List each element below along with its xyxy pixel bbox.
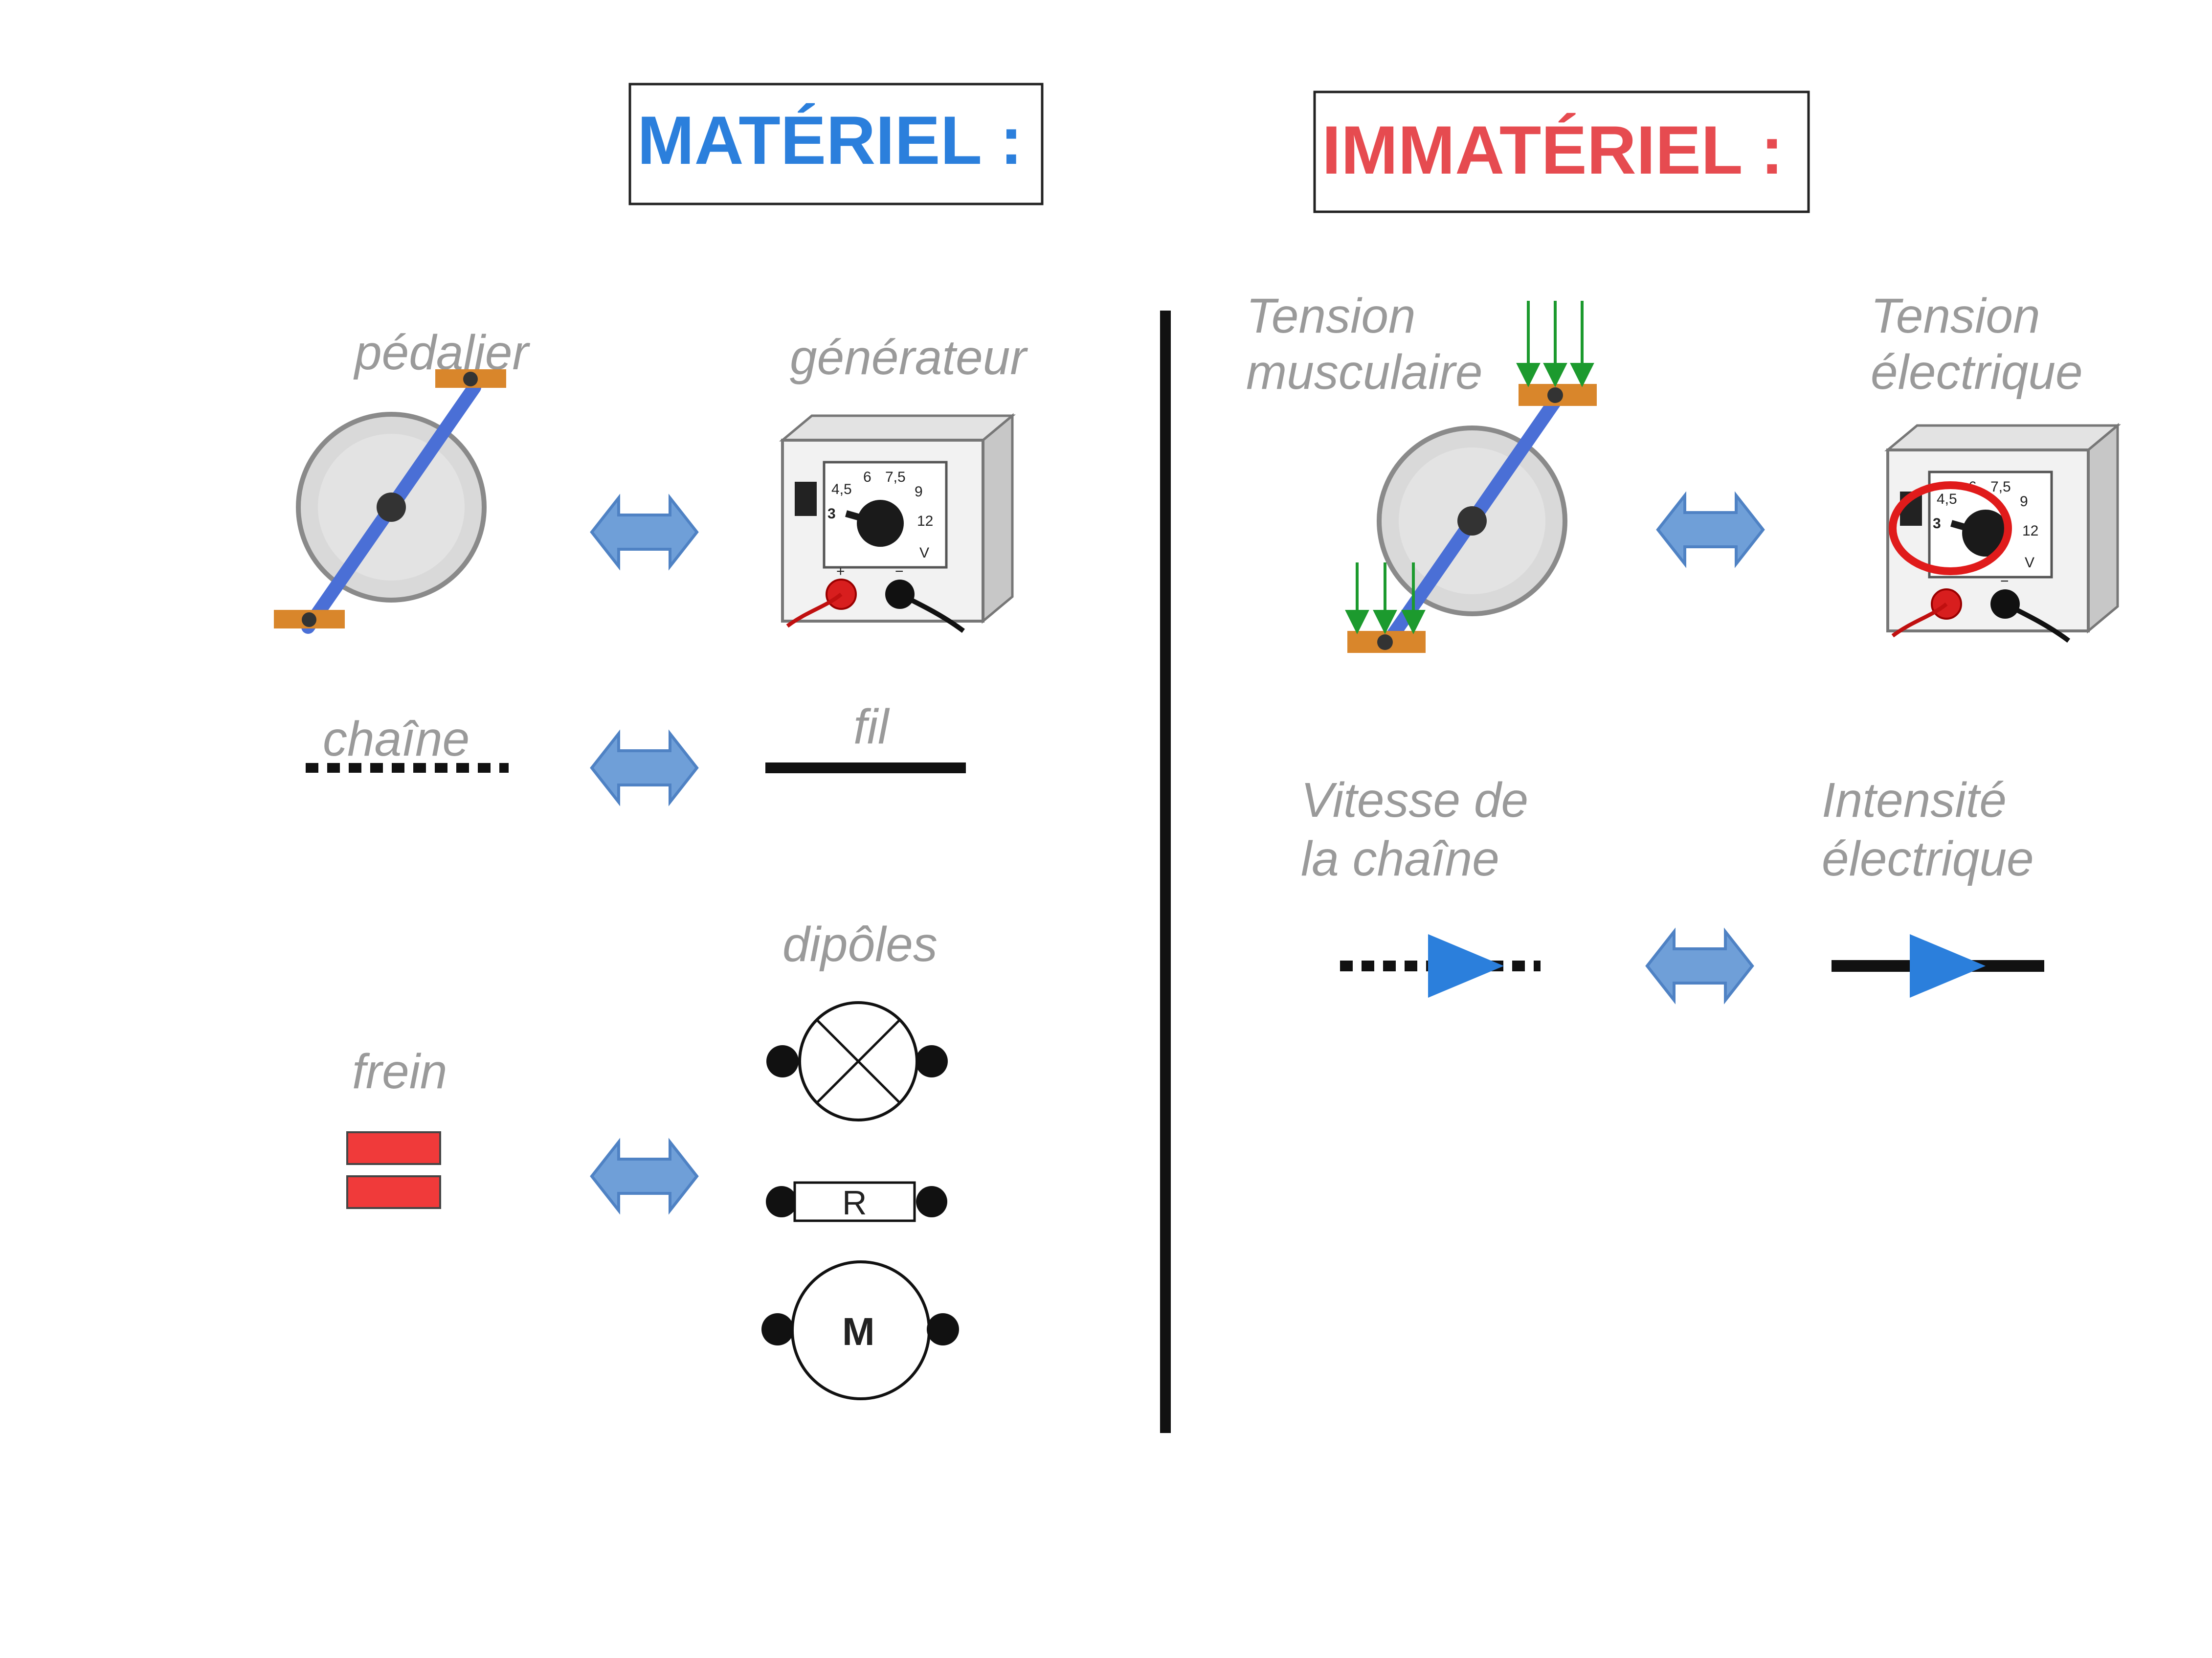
dial-value: 9 — [2020, 493, 2028, 510]
dial-value: 7,5 — [1990, 479, 2011, 495]
power-supply-icon: 3 4,5 6 7,5 9 12 V + − — [782, 416, 1012, 631]
dial-value: 6 — [863, 469, 871, 485]
double-arrow-icon — [592, 498, 697, 566]
resistor-symbol: R — [766, 1181, 947, 1222]
label-tension-electrique-2: électrique — [1871, 345, 2083, 400]
double-arrow-icon — [1658, 495, 1763, 564]
dial-unit: V — [919, 545, 929, 561]
motor-symbol: M — [761, 1260, 959, 1400]
force-arrows-top — [1516, 301, 1594, 387]
crankset-icon — [274, 369, 506, 628]
label-tension-musculaire: Tension — [1246, 289, 1416, 343]
label-generateur: générateur — [790, 330, 1028, 385]
dial-value: 3 — [1933, 515, 1941, 532]
flow-arrow-icon — [1910, 934, 1986, 998]
label-frein: frein — [352, 1044, 447, 1099]
double-arrow-icon — [592, 1142, 697, 1210]
materiel-title: MATÉRIEL : — [628, 83, 1044, 205]
flow-arrow-icon — [1428, 934, 1504, 998]
dial-value: 9 — [915, 484, 923, 500]
crankset-force-icon — [1345, 301, 1597, 653]
force-arrows-bottom — [1345, 562, 1426, 634]
dial-value: 12 — [917, 513, 933, 529]
highlight-ring — [1889, 481, 2012, 575]
motor-label: M — [842, 1310, 875, 1353]
dial-value: 12 — [2022, 523, 2038, 539]
brake-icon — [346, 1131, 441, 1209]
chain-flow-symbol — [1340, 934, 1541, 998]
label-intensite-electrique: Intensité — [1822, 773, 2007, 828]
immateriel-title: IMMATÉRIEL : — [1313, 90, 1810, 213]
lamp-symbol — [766, 1001, 948, 1121]
dial-value: 4,5 — [831, 481, 852, 497]
dial-value: 7,5 — [885, 469, 906, 485]
double-arrow-icon — [592, 734, 697, 802]
label-vitesse-chaine-2: la chaîne — [1301, 831, 1499, 886]
resistor-label: R — [842, 1184, 867, 1222]
minus-terminal-label: − — [2000, 573, 2009, 589]
current-flow-symbol — [1832, 934, 2044, 998]
dial-value: 4,5 — [1937, 491, 1957, 507]
power-supply-highlight-icon: 3 4,5 6 7,5 9 12 V − — [1888, 426, 2118, 641]
dial-unit: V — [2025, 555, 2034, 571]
label-dipoles: dipôles — [782, 917, 938, 972]
label-tension-musculaire-2: musculaire — [1246, 345, 1483, 400]
label-fil: fil — [853, 699, 890, 754]
label-vitesse-chaine: Vitesse de — [1301, 773, 1528, 828]
label-intensite-electrique-2: électrique — [1822, 831, 2034, 886]
dial-value: 3 — [827, 506, 836, 522]
svg-text:IMMATÉRIEL :: IMMATÉRIEL : — [1322, 112, 1784, 188]
label-tension-electrique: Tension — [1871, 289, 2040, 343]
svg-text:MATÉRIEL :: MATÉRIEL : — [637, 102, 1023, 179]
minus-terminal-label: − — [895, 563, 904, 580]
double-arrow-icon — [1647, 932, 1752, 1000]
plus-terminal-label: + — [836, 563, 845, 580]
label-chaine: chaîne — [323, 712, 469, 766]
